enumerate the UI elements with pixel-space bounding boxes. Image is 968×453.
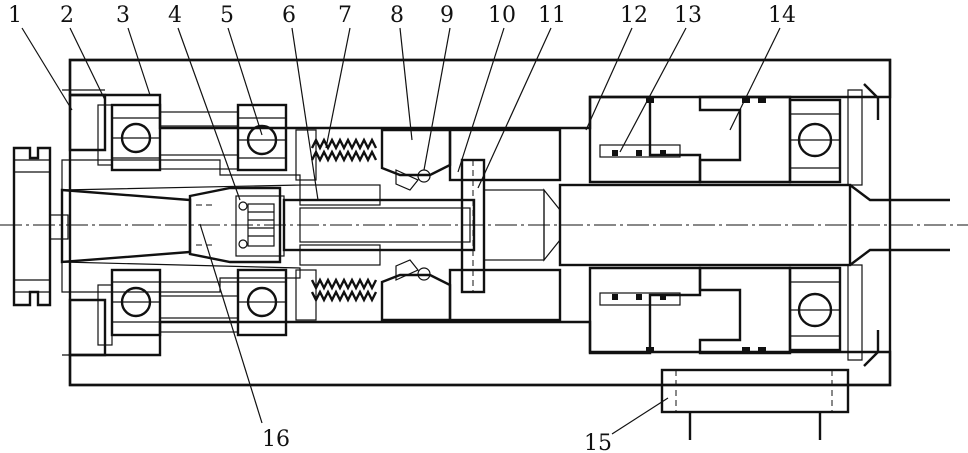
callout-6: 6 (282, 3, 296, 28)
callout-2: 2 (60, 3, 74, 28)
leader-lines (21, 27, 781, 435)
bearing-top-rear (788, 98, 842, 184)
bearing-bottom-rear (788, 266, 842, 352)
disc-spring-stack (295, 129, 378, 321)
o-ring-seals (612, 97, 766, 353)
front-spindle (60, 159, 301, 293)
callout-7: 7 (338, 3, 352, 28)
bearing-bottom-right (236, 268, 288, 337)
callout-labels: 1 2 3 4 5 6 7 8 9 10 11 12 13 14 15 16 (8, 3, 796, 453)
callout-1: 1 (8, 3, 22, 28)
callout-4: 4 (168, 3, 182, 28)
rear-bearings (788, 83, 880, 367)
callout-9: 9 (440, 3, 454, 28)
mounting-foot (660, 368, 850, 440)
hydraulic-cylinder (588, 95, 766, 355)
callout-14: 14 (768, 3, 796, 28)
pulley (12, 146, 69, 307)
bearing-top-left (110, 103, 162, 172)
bearing-top-right (236, 103, 288, 172)
rear-shaft (558, 183, 950, 267)
callout-16: 16 (262, 427, 290, 452)
callout-11: 11 (538, 3, 566, 28)
bearing-bottom-left (110, 268, 162, 337)
callout-10: 10 (488, 3, 516, 28)
callout-12: 12 (620, 3, 648, 28)
callout-13: 13 (674, 3, 702, 28)
callout-5: 5 (220, 3, 234, 28)
callout-15: 15 (584, 431, 612, 453)
callout-3: 3 (116, 3, 130, 28)
callout-8: 8 (390, 3, 404, 28)
housing (68, 58, 892, 387)
front-bearings (110, 103, 288, 337)
